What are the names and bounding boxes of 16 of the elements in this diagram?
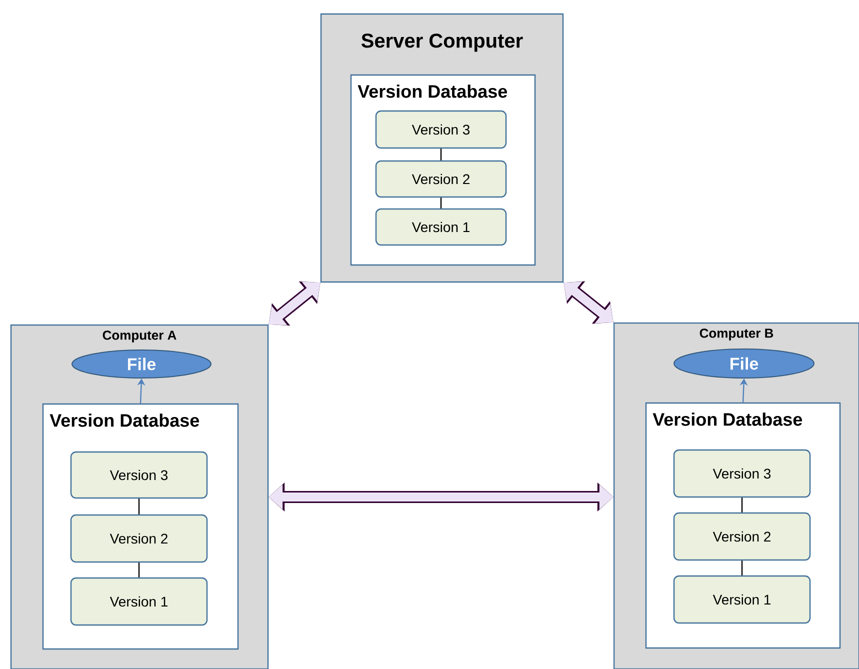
version-box: Version 1 <box>70 577 208 626</box>
version-box: Version 3 <box>673 449 811 498</box>
connector-line <box>138 498 140 514</box>
connector-line <box>741 560 743 576</box>
version-box: Version 1 <box>673 575 811 624</box>
version-box: Version 3 <box>70 451 208 499</box>
version-box: Version 2 <box>673 512 811 561</box>
double-arrow <box>268 281 320 326</box>
connector-line <box>138 562 140 578</box>
version-box: Version 3 <box>375 110 507 149</box>
version-box: Version 2 <box>70 514 208 563</box>
connector-line <box>440 198 442 208</box>
version-box: Version 2 <box>375 160 507 198</box>
connector-line <box>440 148 442 160</box>
version-box: Version 1 <box>375 208 507 246</box>
connector-line <box>741 498 743 512</box>
